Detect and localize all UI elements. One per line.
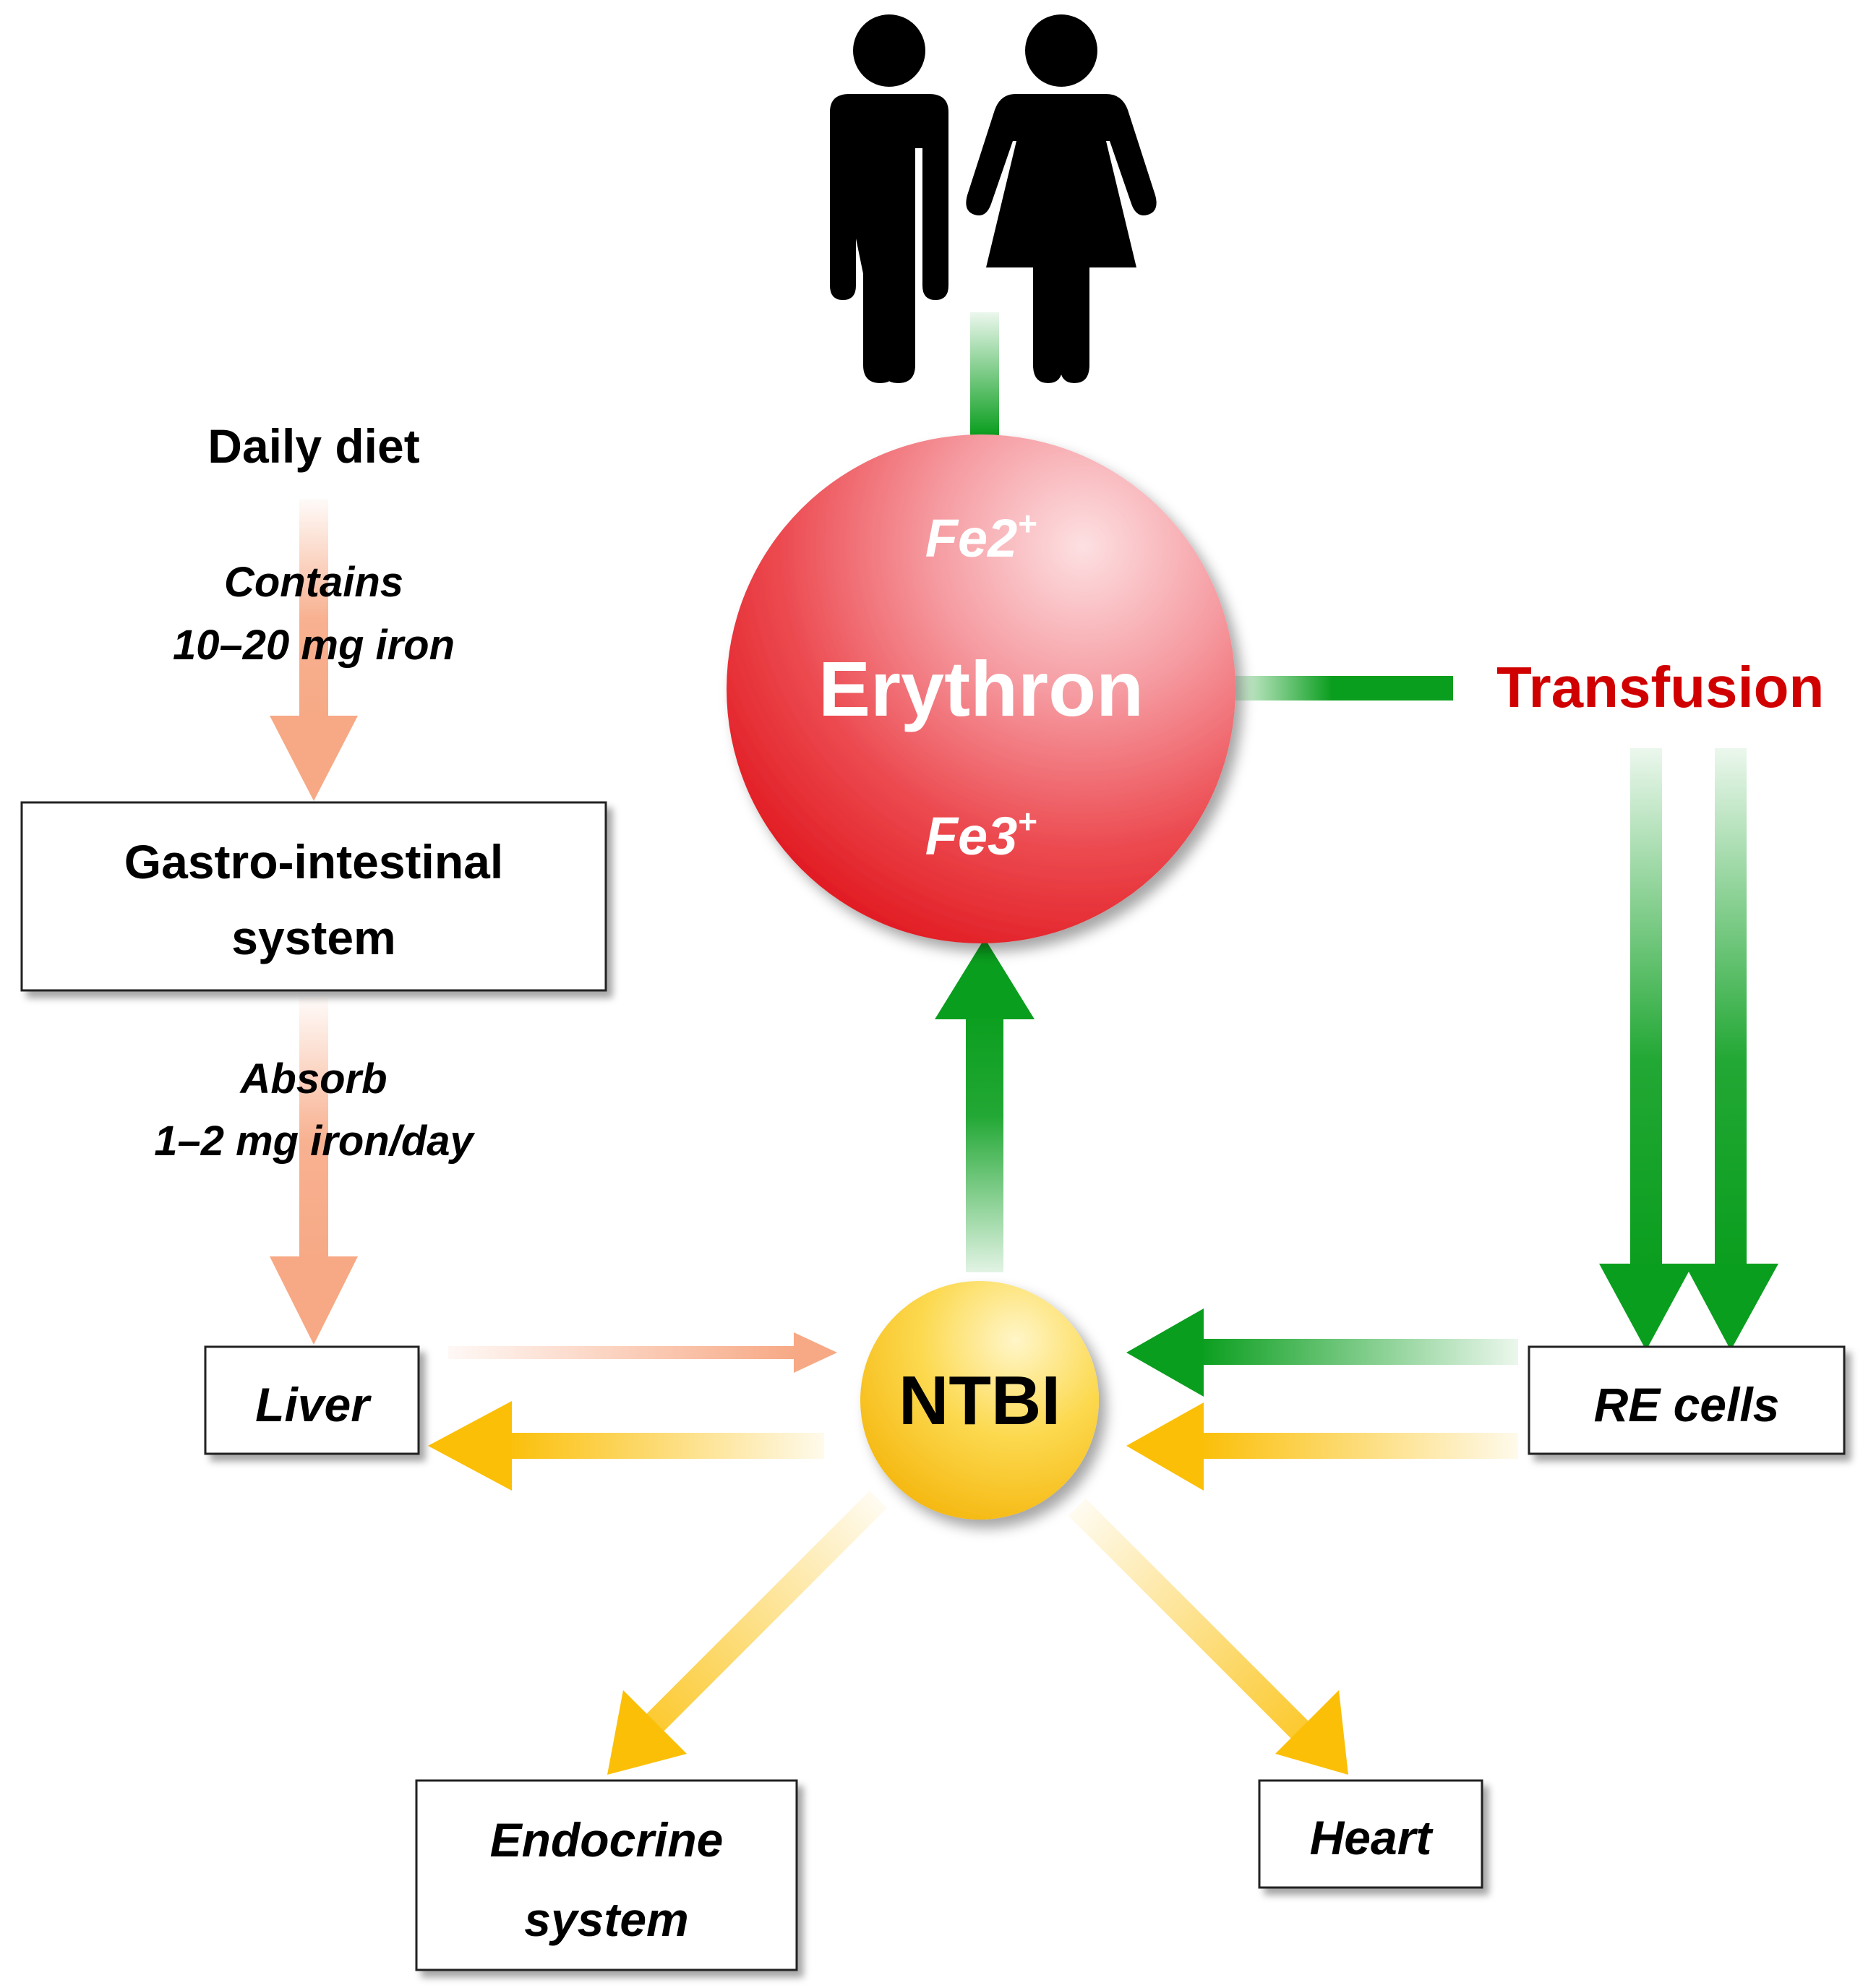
heart-label: Heart xyxy=(1310,1811,1434,1864)
erythron-fe3: Fe3+ xyxy=(925,802,1037,866)
ntbi-to-liver-arrow xyxy=(428,1401,824,1491)
absorb-line2: 1–2 mg iron/day xyxy=(154,1118,475,1165)
erythron-label: Erythron xyxy=(818,645,1144,732)
re-to-ntbi-green-arrow xyxy=(1126,1308,1518,1397)
re-to-ntbi-yellow-arrow xyxy=(1126,1402,1518,1491)
ntbi-to-endocrine-arrow xyxy=(607,1491,887,1775)
erythron-node: Fe2+ Erythron Fe3+ xyxy=(727,434,1235,943)
gastro-intestinal-box: Gastro-intestinal system xyxy=(20,801,607,992)
erythron-fe2-base: Fe2 xyxy=(925,508,1018,568)
endocrine-label-line2: system xyxy=(524,1893,689,1946)
daily-diet-title: Daily diet xyxy=(207,419,419,473)
ntbi-to-heart-arrow xyxy=(1068,1499,1348,1775)
transfusion-to-re-arrow-2 xyxy=(1684,748,1778,1350)
liver-box: Liver xyxy=(204,1345,420,1455)
absorb-line1: Absorb xyxy=(239,1055,387,1102)
diet-contains-line2: 10–20 mg iron xyxy=(173,622,455,669)
liver-label: Liver xyxy=(255,1378,372,1431)
erythron-fe2-sup: + xyxy=(1017,505,1037,542)
woman-icon xyxy=(966,14,1157,383)
re-cells-label: RE cells xyxy=(1594,1378,1780,1431)
erythron-transfusion-connector xyxy=(1233,676,1453,700)
ntbi-to-erythron-arrow xyxy=(935,938,1035,1272)
erythron-fe3-sup: + xyxy=(1017,802,1037,840)
endocrine-label-line1: Endocrine xyxy=(490,1813,724,1867)
gi-label-line1: Gastro-intestinal xyxy=(124,835,503,888)
man-icon xyxy=(830,14,948,383)
transfusion-to-re-arrow-1 xyxy=(1599,748,1693,1350)
gi-label-line2: system xyxy=(231,911,396,964)
ntbi-label: NTBI xyxy=(899,1362,1061,1439)
re-cells-box: RE cells xyxy=(1528,1345,1846,1455)
transfusion-label: Transfusion xyxy=(1496,655,1824,719)
diet-contains-line1: Contains xyxy=(224,559,403,606)
gi-to-liver-arrow xyxy=(270,998,358,1345)
heart-box: Heart xyxy=(1258,1779,1483,1889)
diet-to-gi-arrow xyxy=(270,499,358,801)
endocrine-box: Endocrine system xyxy=(415,1779,798,1971)
liver-to-ntbi-arrow xyxy=(448,1332,837,1373)
ntbi-node: NTBI xyxy=(860,1281,1099,1520)
people-connector xyxy=(970,312,999,435)
erythron-fe2: Fe2+ xyxy=(925,505,1037,568)
erythron-fe3-base: Fe3 xyxy=(925,806,1018,866)
